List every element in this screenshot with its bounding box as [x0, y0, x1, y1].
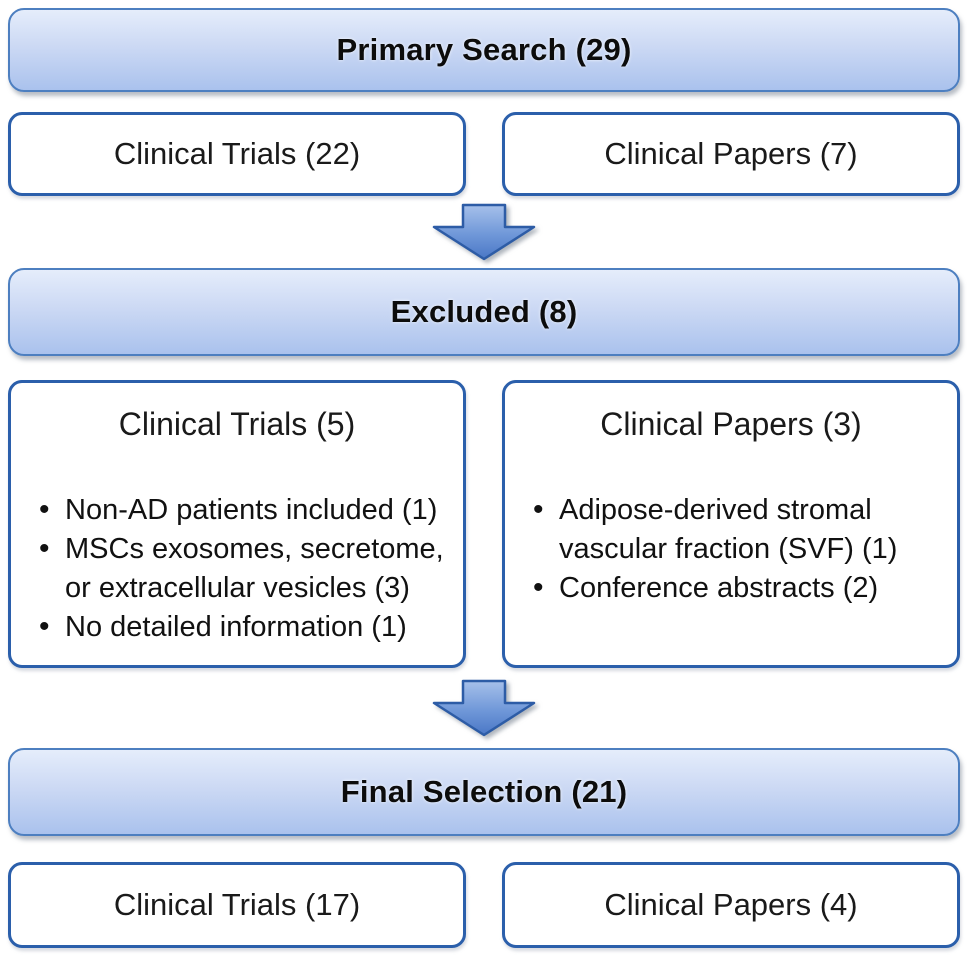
box-excluded-clinical-trials: Clinical Trials (5) Non-AD patients incl… — [8, 380, 466, 668]
box-final-clinical-trials-label: Clinical Trials (17) — [113, 887, 361, 922]
down-arrow-2 — [8, 668, 960, 748]
exclusion-reason-item: Adipose-derived stromal vascular fractio… — [531, 490, 951, 569]
box-excluded-clinical-trials-title: Clinical Trials (5) — [118, 406, 356, 442]
box-primary-clinical-papers: Clinical Papers (7) — [502, 112, 960, 196]
final-selection-breakdown-row: Clinical Trials (17) Clinical Papers (4) — [8, 862, 960, 948]
exclusion-reason-item: No detailed information (1) — [37, 607, 457, 647]
exclusion-reason-item: Non-AD patients included (1) — [37, 490, 457, 530]
box-final-clinical-papers: Clinical Papers (4) — [502, 862, 960, 948]
box-excluded-clinical-papers: Clinical Papers (3) Adipose-derived stro… — [502, 380, 960, 668]
header-excluded-label: Excluded (8) — [390, 294, 578, 329]
box-primary-clinical-papers-label: Clinical Papers (7) — [604, 136, 858, 171]
box-final-clinical-papers-label: Clinical Papers (4) — [604, 887, 858, 922]
excluded-breakdown-row: Clinical Trials (5) Non-AD patients incl… — [8, 380, 960, 668]
header-excluded: Excluded (8) — [8, 268, 960, 356]
exclusion-reason-item: MSCs exosomes, secretome, or extracellul… — [37, 529, 457, 608]
header-primary-search: Primary Search (29) — [8, 8, 960, 92]
down-arrow-icon — [432, 203, 536, 261]
header-primary-search-label: Primary Search (29) — [336, 32, 632, 67]
exclusion-reason-item: Conference abstracts (2) — [531, 568, 951, 608]
primary-search-breakdown-row: Clinical Trials (22) Clinical Papers (7) — [8, 112, 960, 196]
box-excluded-clinical-papers-title: Clinical Papers (3) — [600, 406, 862, 442]
excluded-clinical-trials-reasons: Non-AD patients included (1) MSCs exosom… — [11, 490, 463, 647]
down-arrow-icon — [432, 679, 536, 737]
header-final-selection: Final Selection (21) — [8, 748, 960, 836]
box-primary-clinical-trials: Clinical Trials (22) — [8, 112, 466, 196]
box-primary-clinical-trials-label: Clinical Trials (22) — [113, 136, 361, 171]
header-final-selection-label: Final Selection (21) — [340, 774, 628, 809]
excluded-clinical-papers-reasons: Adipose-derived stromal vascular fractio… — [505, 490, 957, 608]
box-final-clinical-trials: Clinical Trials (17) — [8, 862, 466, 948]
down-arrow-1 — [8, 196, 960, 268]
